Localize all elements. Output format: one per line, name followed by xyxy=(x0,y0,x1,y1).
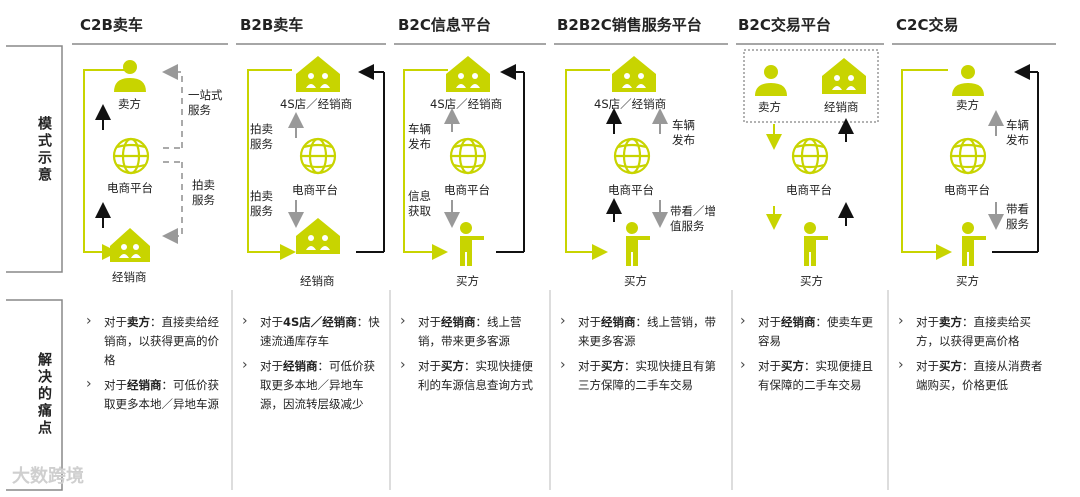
pain-point: ›对于买方：实现快捷且有第三方保障的二手车交易 xyxy=(560,357,716,392)
chevron-right-icon: › xyxy=(898,357,904,373)
buyer-icon xyxy=(804,222,828,266)
chevron-right-icon: › xyxy=(898,313,904,329)
node-label: 电商平台 xyxy=(292,183,338,197)
row-brackets xyxy=(6,45,63,491)
flow-label: 带看服务 xyxy=(1006,202,1029,231)
node-label: 经销商 xyxy=(300,274,335,288)
store-icon xyxy=(446,56,490,92)
watermark: 大数跨境 xyxy=(12,466,84,487)
pain-point: ›对于卖方：直接卖给买方，以获得更高价格 xyxy=(898,313,1031,348)
node-label: 经销商 xyxy=(824,100,859,114)
globe-icon xyxy=(613,137,651,175)
pain-point: ›对于买方：实现便捷且有保障的二手车交易 xyxy=(740,357,873,392)
row-label-mode: 模式示意 xyxy=(36,116,52,184)
chevron-right-icon: › xyxy=(400,313,406,329)
node-label: 买方 xyxy=(956,274,979,288)
b2c-info-flows xyxy=(403,64,525,260)
b2b-flows xyxy=(247,64,385,260)
pain-point: ›对于4S店／经销商：快速流通库存车 xyxy=(242,313,380,348)
pain-point: ›对于经销商：使卖车更容易 xyxy=(740,313,873,348)
flow-label: 拍卖服务 xyxy=(250,189,273,218)
store-icon xyxy=(296,218,340,254)
node-label: 卖方 xyxy=(118,97,141,111)
pain-points-c2b: ›对于卖方：直接卖给经销商，以获得更高的价格 ›对于经销商：可低价获取更多本地／… xyxy=(86,313,226,420)
pain-point: ›对于买方：直接从消费者端购买，价格更低 xyxy=(898,357,1043,392)
buyer-icon xyxy=(460,222,484,266)
store-icon xyxy=(110,228,150,262)
pain-points-b2b2c: ›对于经销商：线上营销，带来更多客源 ›对于买方：实现快捷且有第三方保障的二手车… xyxy=(560,313,726,401)
chevron-right-icon: › xyxy=(86,313,92,329)
chevron-right-icon: › xyxy=(400,357,406,373)
row-label-pain: 解决的痛点 xyxy=(36,352,52,437)
flow-label: 拍卖服务 xyxy=(192,178,215,207)
chevron-right-icon: › xyxy=(740,313,746,329)
globe-icon xyxy=(449,137,487,175)
pain-point: ›对于经销商：线上营销，带来更多客源 xyxy=(400,313,522,348)
b2c-trade-flows xyxy=(743,49,879,230)
pain-point: ›对于经销商：可低价获取更多本地／异地车源，因流转层级减少 xyxy=(242,357,375,411)
flow-label: 车辆发布 xyxy=(1006,118,1029,147)
column-title-b2c-info: B2C信息平台 xyxy=(398,16,491,34)
chevron-right-icon: › xyxy=(740,357,746,373)
globe-icon xyxy=(299,137,337,175)
node-label: 买方 xyxy=(800,274,823,288)
flow-label: 车辆发布 xyxy=(672,118,695,147)
node-label: 电商平台 xyxy=(444,183,490,197)
flow-label: 信息获取 xyxy=(408,189,431,218)
column-dividers xyxy=(231,290,889,490)
c2c-flows xyxy=(901,64,1039,260)
store-icon xyxy=(822,58,866,94)
chevron-right-icon: › xyxy=(560,313,566,329)
chevron-right-icon: › xyxy=(560,357,566,373)
node-label: 经销商 xyxy=(112,270,147,284)
flow-label: 车辆发布 xyxy=(408,122,431,151)
node-label: 电商平台 xyxy=(944,183,990,197)
globe-icon xyxy=(791,137,829,175)
chevron-right-icon: › xyxy=(242,313,248,329)
c2b-flows xyxy=(83,64,183,260)
chevron-right-icon: › xyxy=(86,376,92,392)
flow-label: 拍卖服务 xyxy=(250,122,273,151)
pain-point: ›对于买方：实现快捷便利的车源信息查询方式 xyxy=(400,357,533,392)
pain-point: ›对于经销商：可低价获取更多本地／异地车源 xyxy=(86,376,219,411)
chevron-right-icon: › xyxy=(242,357,248,373)
b2b2c-flows xyxy=(565,69,668,260)
node-label: 电商平台 xyxy=(786,183,832,197)
node-label: 卖方 xyxy=(758,100,781,114)
pain-points-b2c-info: ›对于经销商：线上营销，带来更多客源 ›对于买方：实现快捷便利的车源信息查询方式 xyxy=(400,313,542,401)
person-icon xyxy=(952,65,984,96)
node-label: 买方 xyxy=(456,274,479,288)
buyer-icon xyxy=(962,222,986,266)
node-label: 4S店／经销商 xyxy=(430,97,503,111)
pain-point: ›对于卖方：直接卖给经销商，以获得更高的价格 xyxy=(86,313,219,367)
store-icon xyxy=(296,56,340,92)
person-icon xyxy=(114,60,146,92)
column-title-b2c-trade: B2C交易平台 xyxy=(738,16,831,34)
pain-points-b2b: ›对于4S店／经销商：快速流通库存车 ›对于经销商：可低价获取更多本地／异地车源… xyxy=(242,313,384,420)
node-label: 卖方 xyxy=(956,98,979,112)
buyer-icon xyxy=(626,222,650,266)
node-label: 买方 xyxy=(624,274,647,288)
flow-label: 带看／增值服务 xyxy=(670,204,716,233)
node-label: 4S店／经销商 xyxy=(594,97,667,111)
globe-icon xyxy=(949,137,987,175)
pain-points-c2c: ›对于卖方：直接卖给买方，以获得更高价格 ›对于买方：直接从消费者端购买，价格更… xyxy=(898,313,1048,401)
person-icon xyxy=(755,65,787,96)
globe-icon xyxy=(112,137,150,175)
column-title-c2c: C2C交易 xyxy=(896,16,959,34)
flow-label: 一站式服务 xyxy=(188,88,223,117)
node-label: 电商平台 xyxy=(608,183,654,197)
column-title-b2b: B2B卖车 xyxy=(240,16,304,34)
column-title-c2b: C2B卖车 xyxy=(80,16,143,34)
store-icon xyxy=(612,56,656,92)
node-label: 电商平台 xyxy=(107,181,153,195)
column-title-b2b2c: B2B2C销售服务平台 xyxy=(557,16,702,34)
pain-point: ›对于经销商：线上营销，带来更多客源 xyxy=(560,313,716,348)
pain-points-b2c-trade: ›对于经销商：使卖车更容易 ›对于买方：实现便捷且有保障的二手车交易 xyxy=(740,313,882,401)
node-label: 4S店／经销商 xyxy=(280,97,353,111)
